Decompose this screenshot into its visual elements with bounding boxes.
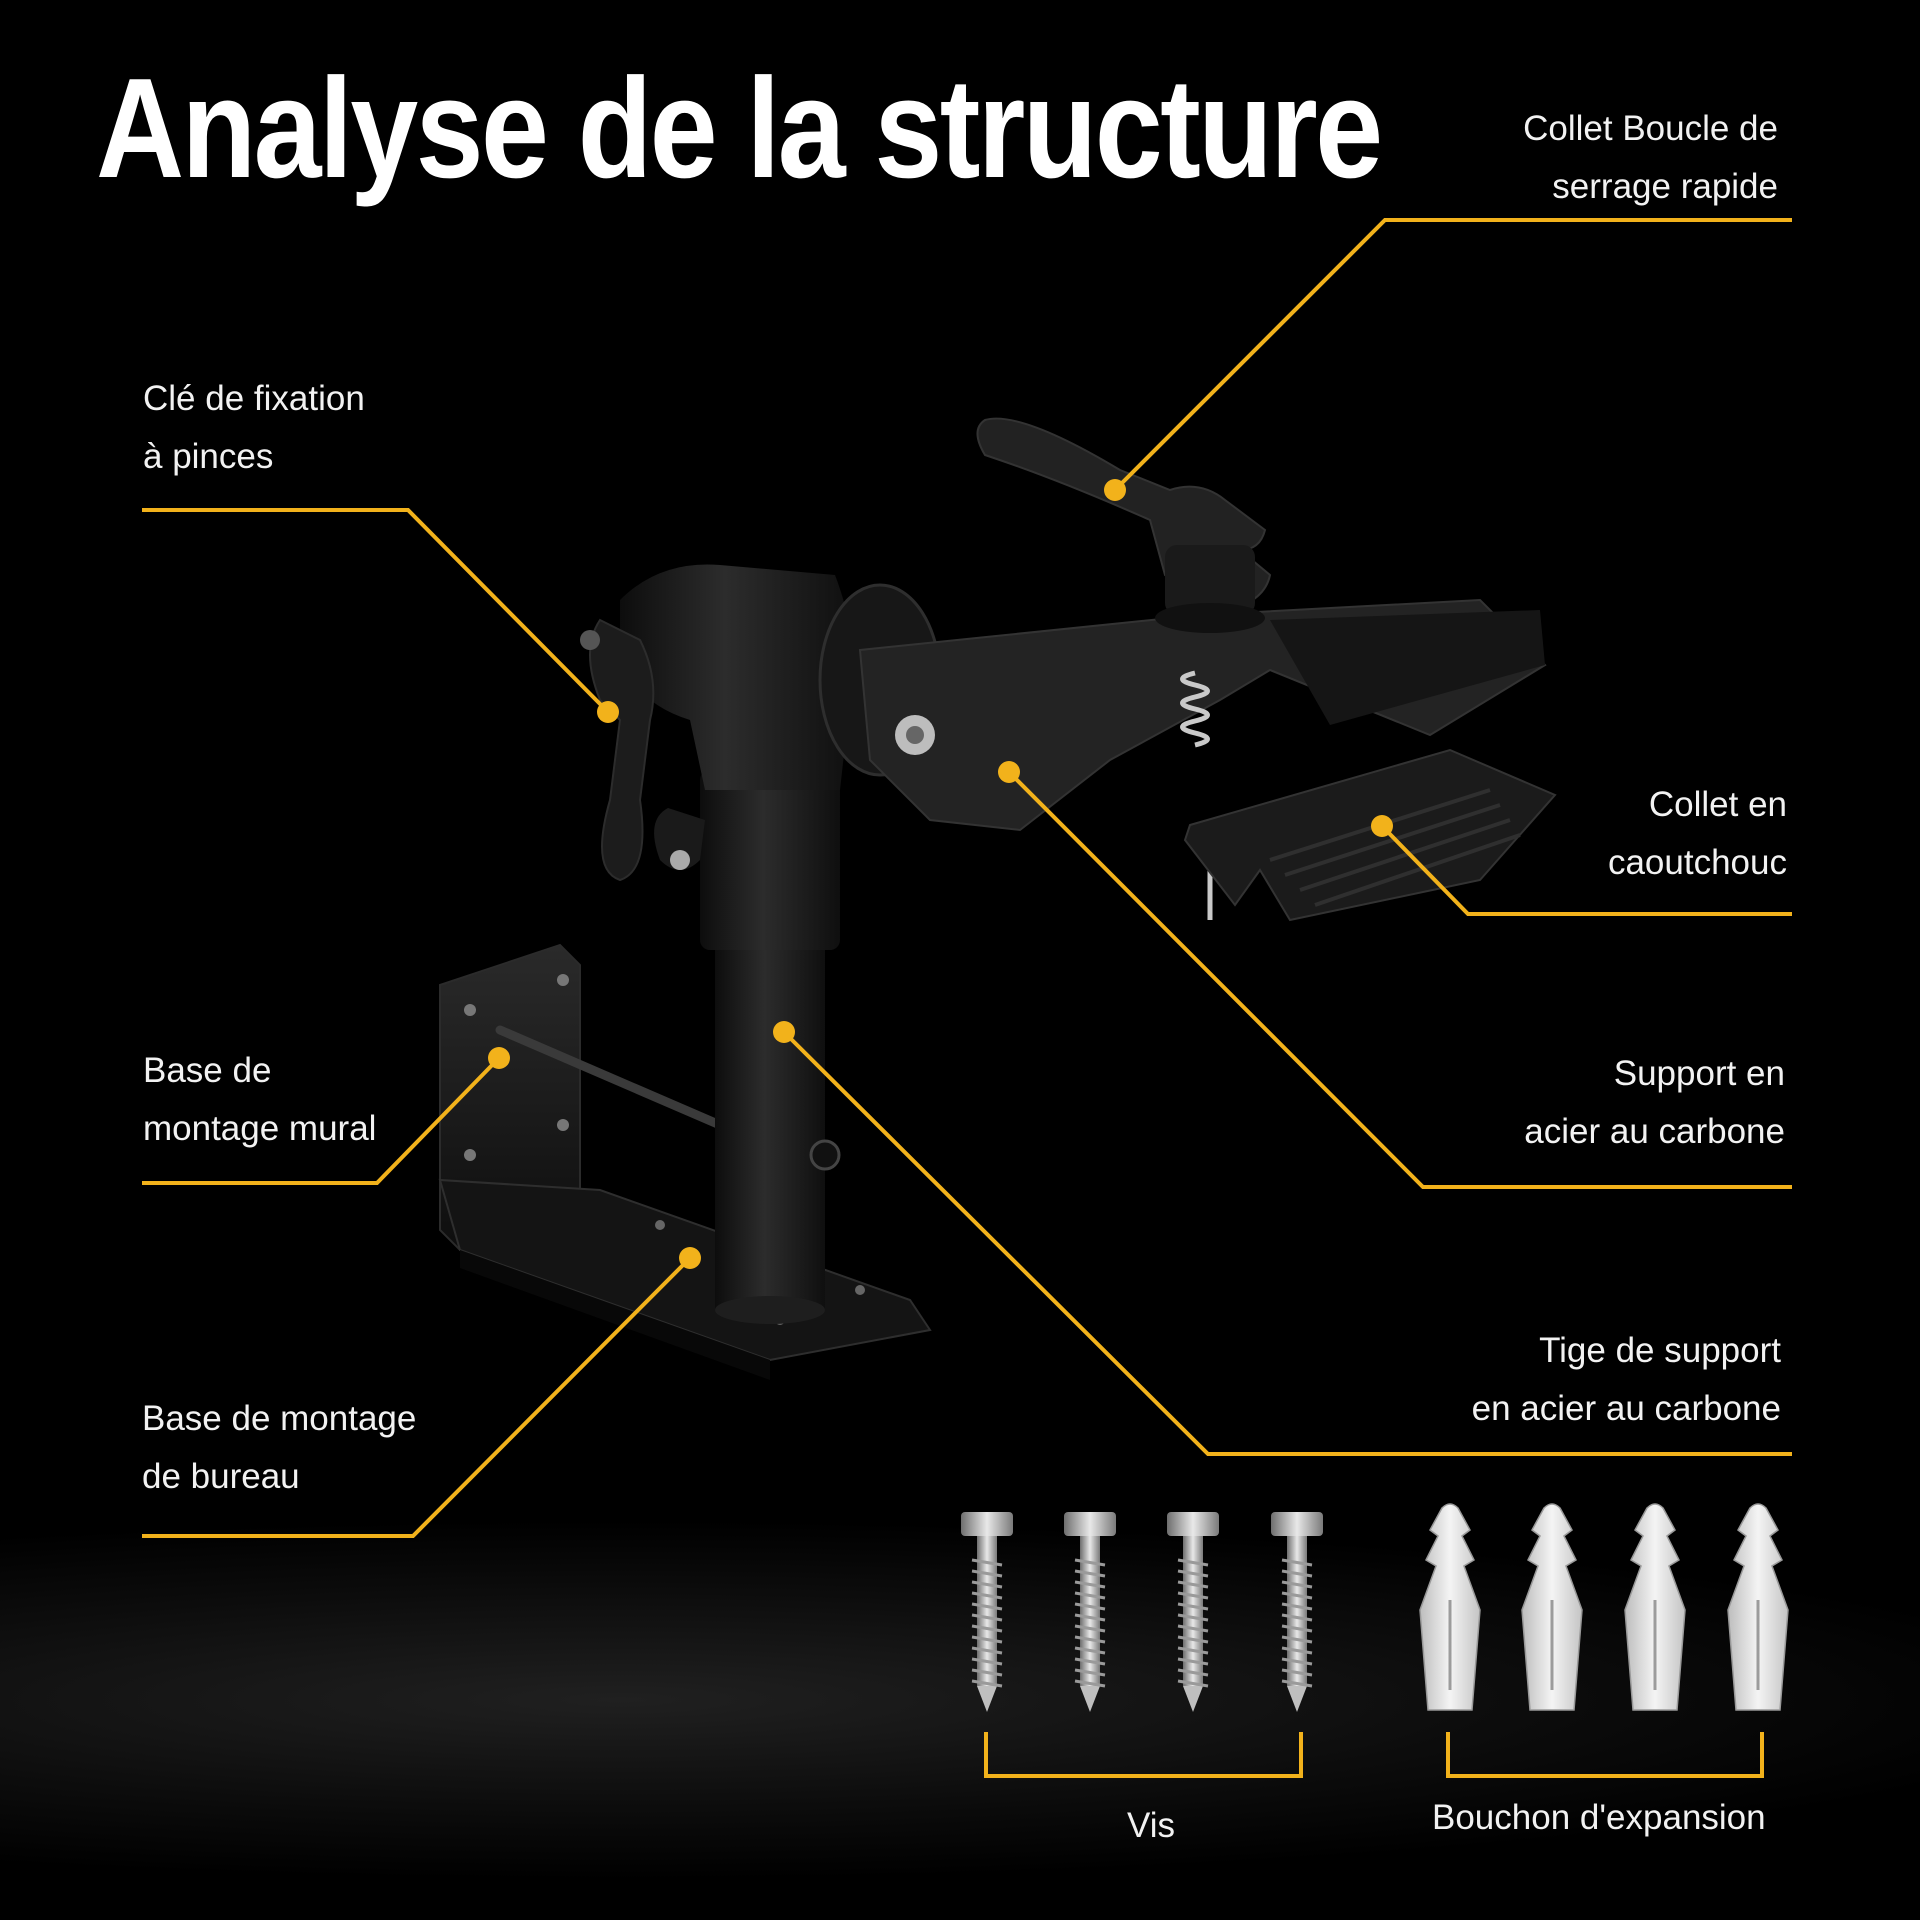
label-line: Clé de fixation [143,379,365,418]
label-line: à pinces [143,437,274,476]
accessory-brackets [984,1732,1764,1778]
label-desk-mount-base: Base de montage de bureau [142,1390,416,1506]
screw-icon [1271,1512,1323,1712]
label-quick-release-clamp: Collet Boucle de serrage rapide [1523,100,1778,216]
screw-icon [961,1512,1013,1712]
label-rubber-collar: Collet en caoutchouc [1608,776,1787,892]
leader-lines [142,218,1792,1538]
anchors-group [1419,1503,1789,1711]
quick-release-lever [976,417,1272,633]
expansion-anchor-icon [1727,1503,1789,1711]
leader-line-rubber-collar [1380,824,1792,916]
label-line: en acier au carbone [1471,1389,1781,1428]
anchors-bracket [1446,1732,1764,1778]
label-line: Collet Boucle de [1523,109,1778,148]
label-line: Base de montage [142,1399,417,1438]
label-line: Base de [143,1051,272,1090]
screws-bracket [984,1732,1303,1778]
wall-mount-bracket [438,943,932,1380]
leader-line-quick-release [1113,218,1792,492]
leader-line-support [1007,770,1792,1189]
label-line: Collet en [1648,785,1787,824]
expansion-anchor-icon [1419,1503,1481,1711]
screw-icon [1064,1512,1116,1712]
label-line: acier au carbone [1524,1112,1785,1151]
label-line: Support en [1613,1054,1785,1093]
label-clamp-wrench: Clé de fixation à pinces [143,370,365,486]
expansion-anchor-icon [1521,1503,1583,1711]
label-support-rod: Tige de support en acier au carbone [1472,1322,1781,1438]
leader-line-rod [782,1030,1792,1456]
leader-line-desk-base [142,1256,692,1538]
clamp-wrench-handle [580,618,655,882]
label-line: de bureau [142,1457,300,1496]
callout-dots [488,479,1393,1269]
label-carbon-steel-support: Support en acier au carbone [1524,1045,1785,1161]
support-rod [700,770,841,1324]
leader-line-wrench [142,508,610,714]
expansion-anchor-icon [1624,1503,1686,1711]
page-title: Analyse de la structure [96,49,1383,208]
label-wall-mount-base: Base de montage mural [143,1042,376,1158]
leader-line-wall-base [142,1056,501,1185]
screws-group [961,1512,1323,1712]
carbon-steel-support-arm [858,598,1547,832]
label-line: Tige de support [1539,1331,1781,1370]
screws-label: Vis [1127,1806,1175,1845]
label-line: serrage rapide [1552,167,1778,206]
label-line: montage mural [143,1109,377,1148]
anchors-label: Bouchon d'expansion [1432,1798,1766,1837]
rubber-collar-jaw [1183,748,1557,922]
label-line: caoutchouc [1607,843,1787,882]
screw-icon [1167,1512,1219,1712]
